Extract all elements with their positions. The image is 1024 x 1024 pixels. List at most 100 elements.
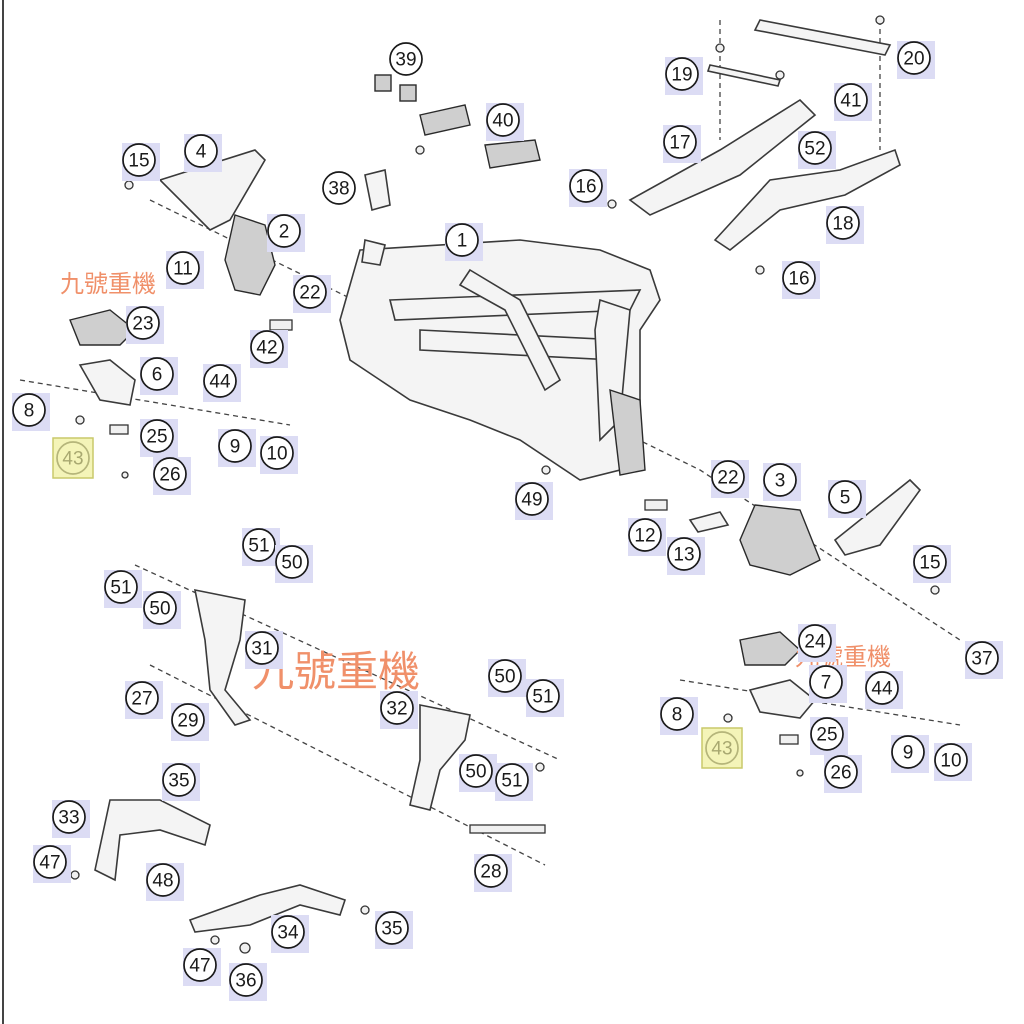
- bolt: [775, 70, 785, 80]
- callout-circle: [153, 457, 187, 491]
- upper-axle-line: [149, 199, 961, 641]
- heel-guard-right: [833, 478, 922, 556]
- part-callout-2: 2: [267, 214, 305, 252]
- callout-circle: [515, 482, 549, 516]
- part-callout-9: 9: [891, 735, 929, 773]
- part-callout-50: 50: [275, 545, 313, 583]
- callout-circle: [12, 393, 46, 427]
- part-callout-3: 3: [763, 463, 801, 501]
- stand-axle: [469, 824, 546, 834]
- bracket-13: [688, 511, 730, 533]
- part-callout-11: 11: [166, 251, 204, 289]
- callout-circle: [271, 915, 305, 949]
- part-callout-25: 25: [140, 419, 178, 457]
- callout-circle: [763, 463, 797, 497]
- bolt: [723, 713, 733, 723]
- callout-circle: [486, 103, 520, 137]
- part-callout-31: 31: [245, 631, 283, 669]
- part-callout-33: 33: [52, 800, 90, 838]
- part-callout-10: 10: [934, 743, 972, 781]
- rubber-pad-b: [399, 84, 417, 102]
- callout-circle: [834, 83, 868, 117]
- part-callout-50: 50: [143, 591, 181, 629]
- callout-circle: [965, 641, 999, 675]
- callout-circle: [125, 681, 159, 715]
- callout-circle: [140, 419, 174, 453]
- callout-circle: [665, 57, 699, 91]
- part-callout-1: 1: [445, 223, 483, 261]
- part-callout-36: 36: [229, 963, 267, 1001]
- part-callout-28: 28: [474, 854, 512, 892]
- callout-number: 33: [58, 808, 79, 829]
- part-callout-51: 51: [495, 763, 533, 801]
- callout-circle: [865, 671, 899, 705]
- callout-circle: [663, 125, 697, 159]
- part-callout-13: 13: [667, 537, 705, 575]
- spring-lower: [484, 139, 541, 169]
- callout-circle: [171, 703, 205, 737]
- callout-circle: [705, 731, 739, 765]
- part-callout-44: 44: [203, 364, 241, 402]
- callout-circle: [56, 441, 90, 475]
- callout-circle: [782, 261, 816, 295]
- callout-circle: [488, 659, 522, 693]
- rubber-pad-a: [374, 74, 392, 92]
- callout-circle: [824, 755, 858, 789]
- stand-arm-32: [409, 704, 471, 811]
- callout-circle: [526, 679, 560, 713]
- part-callout-47: 47: [183, 948, 221, 986]
- part-callout-17: 17: [663, 125, 701, 163]
- bolt: [210, 935, 220, 945]
- callout-number: 44: [871, 679, 893, 700]
- callout-circle: [203, 364, 237, 398]
- clip-38: [364, 169, 391, 212]
- part-callout-4: 4: [184, 134, 222, 172]
- guard-bar-34: [188, 884, 347, 933]
- callout-number: 11: [173, 259, 193, 280]
- callout-circle: [667, 537, 701, 571]
- part-callout-32: 32: [380, 691, 418, 729]
- callout-number: 50: [494, 667, 515, 688]
- callout-circle: [143, 591, 177, 625]
- callout-circle: [445, 223, 479, 257]
- callout-number: 50: [465, 762, 486, 783]
- callout-number: 3: [775, 471, 786, 492]
- part-callout-9: 9: [218, 429, 256, 467]
- part-callout-24: 24: [798, 624, 836, 662]
- callout-circle: [474, 854, 508, 888]
- callout-circle: [934, 743, 968, 777]
- stand-arm-31: [193, 588, 252, 726]
- callout-number: 50: [281, 553, 302, 574]
- callout-number: 47: [189, 956, 210, 977]
- bolt: [875, 15, 885, 25]
- main-frame: [339, 239, 661, 481]
- subframe-rail: [753, 19, 892, 56]
- callout-circle: [184, 134, 218, 168]
- part-callout-6: 6: [140, 357, 178, 395]
- callout-number: 35: [168, 771, 189, 792]
- part-callout-34: 34: [271, 915, 309, 953]
- part-callout-51: 51: [242, 528, 280, 566]
- callout-number: 40: [492, 111, 513, 132]
- part-callout-42: 42: [250, 330, 288, 368]
- part-callout-52: 52: [798, 131, 836, 169]
- callout-number: 27: [131, 689, 152, 710]
- callout-circle: [293, 275, 327, 309]
- callout-circle: [495, 763, 529, 797]
- callout-circle: [245, 631, 279, 665]
- callout-circle: [375, 911, 409, 945]
- left-peg-pin-line: [19, 379, 291, 426]
- callout-circle: [122, 143, 156, 177]
- callout-number: 39: [395, 50, 416, 71]
- callout-number: 38: [328, 179, 349, 200]
- part-callout-37: 37: [965, 641, 1003, 679]
- part-callout-18: 18: [826, 206, 864, 244]
- callout-circle: [146, 863, 180, 897]
- part-callout-50: 50: [459, 754, 497, 792]
- callout-circle: [104, 570, 138, 604]
- callout-number: 8: [672, 705, 683, 726]
- callout-number: 15: [919, 553, 940, 574]
- callout-circle: [33, 845, 67, 879]
- callout-circle: [628, 518, 662, 552]
- callout-circle: [260, 436, 294, 470]
